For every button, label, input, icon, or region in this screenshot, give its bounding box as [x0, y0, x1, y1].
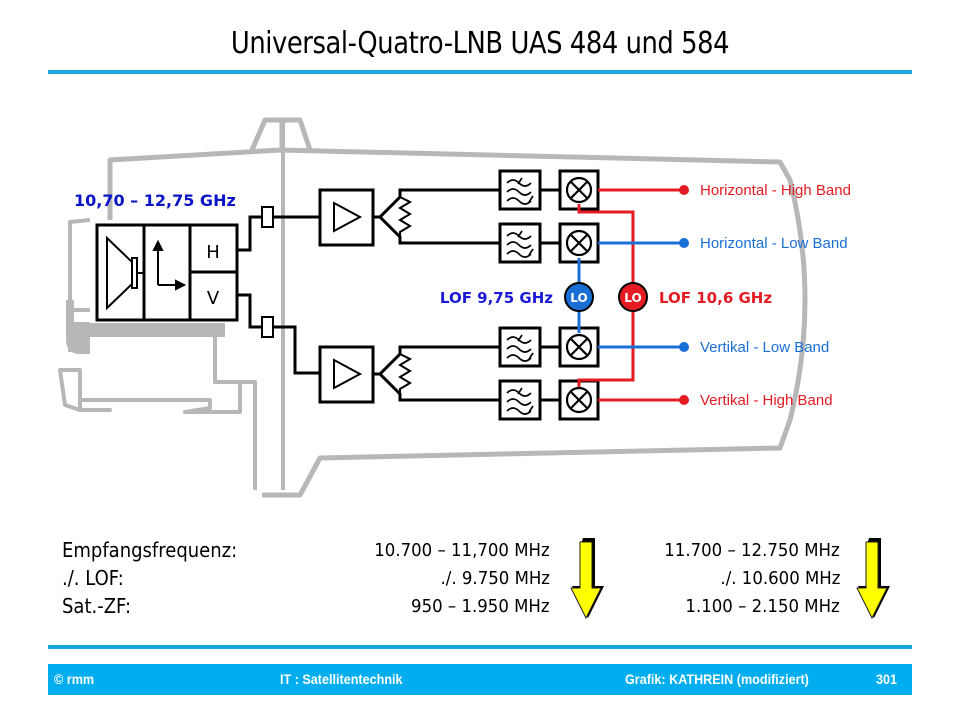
- slide-title: Universal-Quatro-LNB UAS 484 und 584: [230, 26, 730, 61]
- amplifier-icon: [333, 358, 363, 390]
- mixer-icon: [565, 229, 593, 257]
- filter-mixer-chain: [498, 379, 600, 421]
- frequency-conversion-table: Empfangsfrequenz: ./. LOF: Sat.-ZF: 10.7…: [62, 536, 922, 626]
- output-terminal-dot: [679, 395, 689, 405]
- filter-mixer-chain: [498, 169, 600, 211]
- footer-page-number: 301: [876, 671, 898, 687]
- bandpass-filter: [498, 169, 542, 211]
- lo-oscillator-low: LO: [564, 282, 594, 312]
- lnb-block-diagram: 10,70 – 12,75 GHz H V: [58, 117, 851, 498]
- filter-mixer-chain: [498, 326, 600, 368]
- feedhorn-icon: [106, 235, 144, 311]
- mixer-icon: [565, 333, 593, 361]
- output-terminal-dot: [679, 238, 689, 248]
- lo-oscillator-high: LO: [618, 282, 648, 312]
- output-terminal-dot: [679, 342, 689, 352]
- high-band-receive: 11.700 – 12.750 MHz: [664, 540, 840, 561]
- bandpass-filter: [498, 222, 542, 264]
- footer-copyright: © rmm: [54, 671, 95, 687]
- waveguide-probe-h: [261, 206, 274, 228]
- mixer: [558, 222, 600, 264]
- mixer-icon: [565, 176, 593, 204]
- row-label-lof: ./. LOF:: [62, 566, 124, 590]
- input-band-label: 10,70 – 12,75 GHz: [74, 191, 236, 210]
- mixer: [558, 379, 600, 421]
- polarization-v-label: V: [207, 288, 220, 309]
- lo-high-wiring: [577, 204, 635, 387]
- waveguide-probe-v: [261, 316, 274, 338]
- mixer: [558, 326, 600, 368]
- filter-icon: [506, 230, 534, 258]
- feedhorn-polarizer-block: [95, 223, 239, 322]
- low-band-sat-if: 950 – 1.950 MHz: [411, 596, 550, 617]
- amplifier-icon: [333, 201, 363, 233]
- slide-footer: © rmm IT : Satellitentechnik Grafik: KAT…: [48, 664, 912, 695]
- polarization-h-label: H: [206, 242, 220, 263]
- row-label-receive-frequency: Empfangsfrequenz:: [62, 538, 238, 562]
- down-arrow-icon: [856, 538, 890, 620]
- mixer-icon: [565, 386, 593, 414]
- lo-low-label: LOF 9,75 GHz: [440, 289, 553, 307]
- high-band-lof: ./. 10.600 MHz: [719, 568, 840, 589]
- housing-mount: [68, 322, 90, 352]
- output-port: Vertikal - High Band: [598, 392, 833, 409]
- footer-divider: [48, 645, 912, 649]
- splitters: [373, 188, 500, 402]
- lo-low-badge: LO: [570, 291, 587, 305]
- output-port: Vertikal - Low Band: [598, 339, 829, 356]
- mixer: [558, 169, 600, 211]
- down-arrow-icon: [570, 538, 604, 620]
- output-label: Horizontal - Low Band: [700, 235, 848, 252]
- signal-wires: [237, 215, 320, 375]
- bandpass-filter: [498, 326, 542, 368]
- high-band-sat-if: 1.100 – 2.150 MHz: [685, 596, 840, 617]
- low-band-lof: ./. 9.750 MHz: [440, 568, 550, 589]
- filter-mixer-chain: [498, 222, 600, 264]
- footer-credit: Grafik: KATHREIN (modifiziert): [625, 671, 809, 687]
- output-label: Horizontal - High Band: [700, 182, 851, 199]
- row-label-sat-if: Sat.-ZF:: [62, 594, 132, 618]
- filter-icon: [506, 387, 534, 415]
- output-label: Vertikal - High Band: [700, 392, 833, 409]
- filter-icon: [506, 177, 534, 205]
- output-port: Horizontal - High Band: [598, 182, 851, 199]
- polarization-axes-icon: [152, 239, 187, 291]
- low-band-receive: 10.700 – 11,700 MHz: [374, 540, 550, 561]
- output-terminal-dot: [679, 185, 689, 195]
- title-divider: [48, 70, 912, 74]
- lo-high-label: LOF 10,6 GHz: [659, 289, 772, 307]
- filter-icon: [506, 334, 534, 362]
- housing-flange: [85, 323, 225, 337]
- footer-course: IT : Satellitentechnik: [280, 671, 403, 687]
- output-port: Horizontal - Low Band: [598, 235, 848, 252]
- output-label: Vertikal - Low Band: [700, 339, 829, 356]
- lo-high-badge: LO: [624, 291, 641, 305]
- amplifier-v: [318, 345, 375, 404]
- bandpass-filter: [498, 379, 542, 421]
- amplifier-h: [318, 188, 375, 247]
